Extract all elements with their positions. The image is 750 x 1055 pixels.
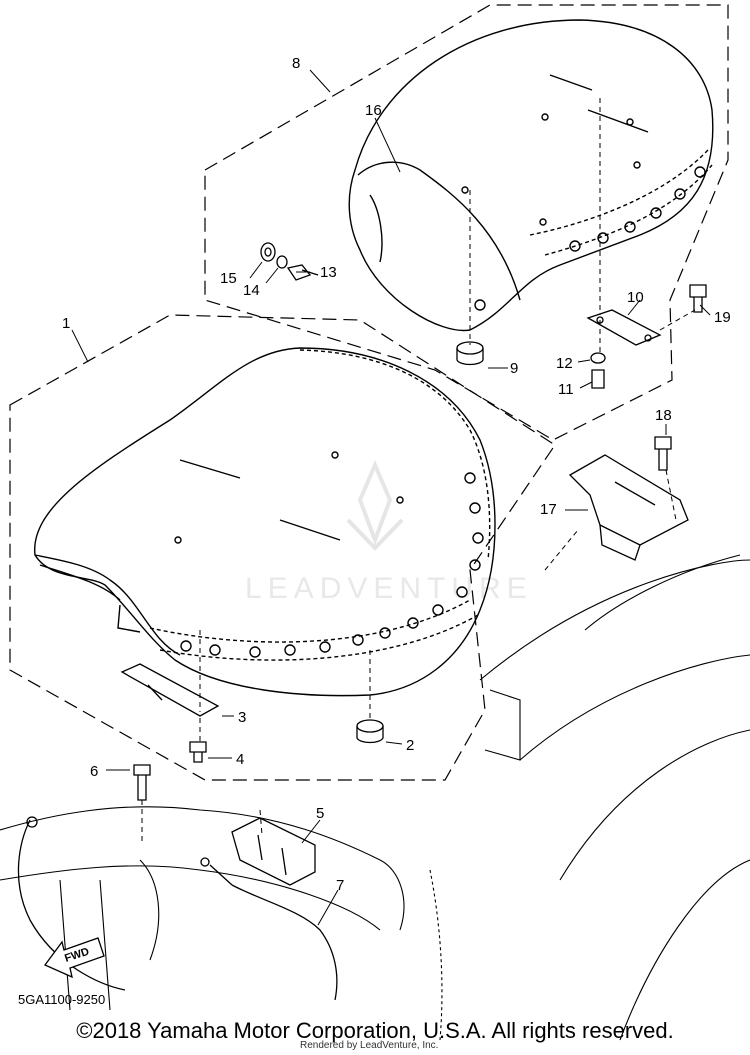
rear-seat: [348, 19, 714, 332]
part-label-6: 6: [90, 763, 98, 780]
part-label-3: 3: [238, 709, 246, 726]
vehicle-frame: [0, 554, 750, 1041]
part-label-2: 2: [406, 737, 414, 754]
leadventure-watermark: LEADVENTURE: [245, 459, 533, 605]
rendered-by-notice: Rendered by LeadVenture, Inc.: [300, 1040, 439, 1051]
group-outline-1: [9, 314, 556, 781]
copyright-notice: ©2018 Yamaha Motor Corporation, U.S.A. A…: [76, 1018, 674, 1043]
part-label-16: 16: [365, 102, 382, 119]
hardware-parts: [17, 242, 707, 1001]
part-label-8: 8: [292, 55, 300, 72]
front-seat: [34, 347, 496, 697]
group-outline-8: [204, 4, 729, 441]
part-label-14: 14: [243, 282, 260, 299]
diagram-code: 5GA1100-9250: [18, 992, 105, 1007]
part-label-12: 12: [556, 355, 573, 372]
part-label-13: 13: [320, 264, 337, 281]
part-label-18: 18: [655, 407, 672, 424]
part-label-11: 11: [558, 381, 574, 398]
part-label-7: 7: [336, 877, 344, 894]
part-label-15: 15: [220, 270, 237, 287]
fwd-arrow-icon: FWD: [43, 937, 105, 979]
part-labels: 8 16 1 9 10 12 11 19 13 14 15 18 17 3 2 …: [62, 55, 731, 894]
alignment-lines: [141, 98, 696, 845]
part-label-17: 17: [540, 501, 557, 518]
watermark-text: LEADVENTURE: [245, 572, 533, 605]
part-label-1: 1: [62, 315, 70, 332]
leader-lines: [71, 69, 711, 926]
part-label-4: 4: [236, 751, 244, 768]
part-label-19: 19: [714, 309, 731, 326]
part-label-10: 10: [627, 289, 644, 306]
part-label-5: 5: [316, 805, 324, 822]
part-label-9: 9: [510, 360, 518, 377]
